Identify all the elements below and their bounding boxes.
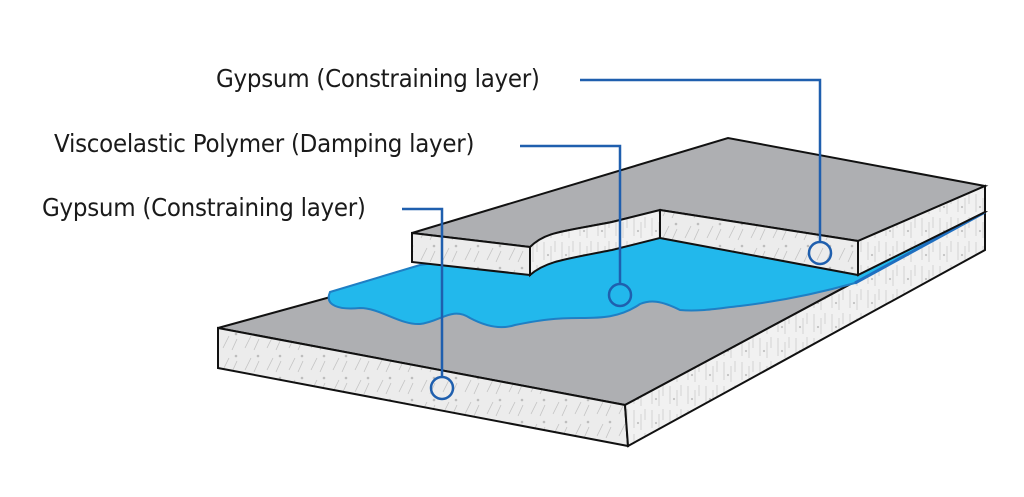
leader-polymer [520, 144, 622, 285]
marker-bottom-gypsum [429, 375, 455, 401]
marker-top-gypsum [807, 240, 833, 266]
leader-lines [402, 78, 833, 401]
label-polymer: Viscoelastic Polymer (Damping layer) [54, 129, 475, 158]
leader-bottom-gypsum [402, 207, 444, 378]
marker-polymer [607, 282, 633, 308]
leader-top-gypsum [580, 78, 822, 243]
top-slab-side-edge [857, 184, 986, 277]
label-top-gypsum: Gypsum (Constraining layer) [216, 64, 540, 93]
label-bottom-gypsum: Gypsum (Constraining layer) [42, 193, 366, 222]
